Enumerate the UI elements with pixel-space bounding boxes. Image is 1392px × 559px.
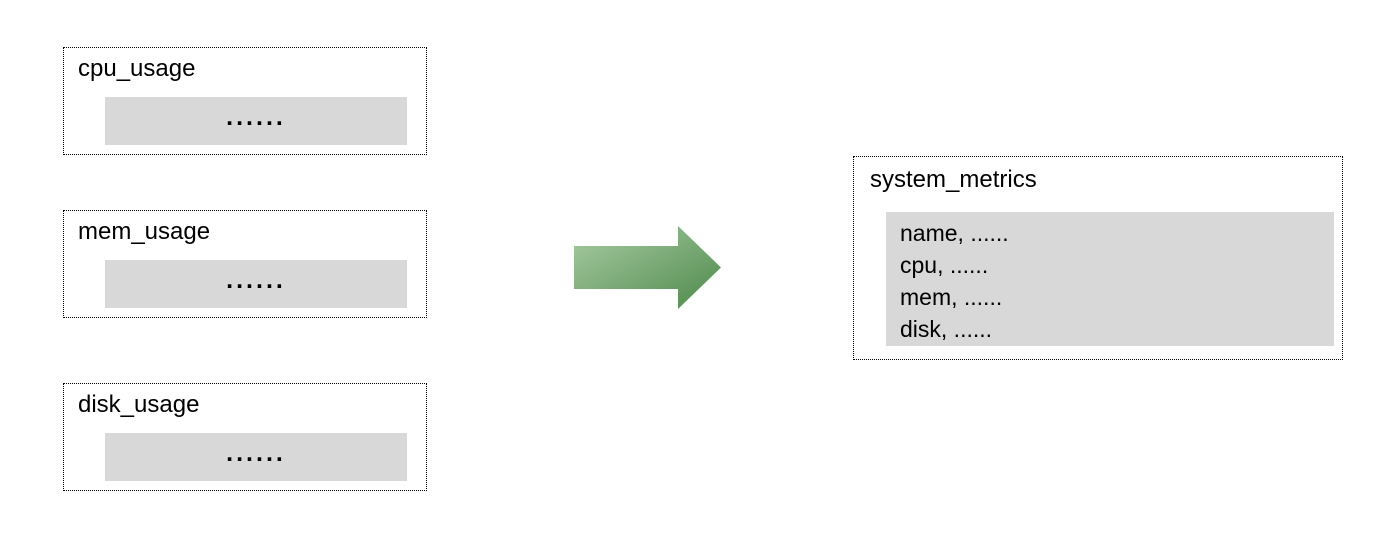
table-rows-placeholder-bar: ...... xyxy=(105,433,407,481)
table-rows-placeholder-bar: ...... xyxy=(105,97,407,145)
table-title: mem_usage xyxy=(78,218,211,245)
column-row-disk: disk, ...... xyxy=(900,316,993,342)
table-title: system_metrics xyxy=(870,166,1037,193)
source-table-cpu-usage: cpu_usage ...... xyxy=(63,47,427,155)
source-table-disk-usage: disk_usage ...... xyxy=(63,383,427,491)
ellipsis-rows-text: ...... xyxy=(226,265,286,294)
right-arrow-icon xyxy=(574,226,721,309)
table-rows-placeholder-bar: ...... xyxy=(105,260,407,308)
source-table-mem-usage: mem_usage ...... xyxy=(63,210,427,318)
target-table-system-metrics: system_metrics name, ...... cpu, ...... … xyxy=(853,156,1343,360)
table-title: cpu_usage xyxy=(78,55,196,82)
column-row-name: name, ...... xyxy=(900,220,1009,246)
ellipsis-rows-text: ...... xyxy=(226,102,286,131)
table-columns-panel: name, ...... cpu, ...... mem, ...... dis… xyxy=(886,212,1334,346)
column-row-mem: mem, ...... xyxy=(900,284,1003,310)
table-title: disk_usage xyxy=(78,391,200,418)
ellipsis-rows-text: ...... xyxy=(226,438,286,467)
column-row-cpu: cpu, ...... xyxy=(900,252,989,278)
